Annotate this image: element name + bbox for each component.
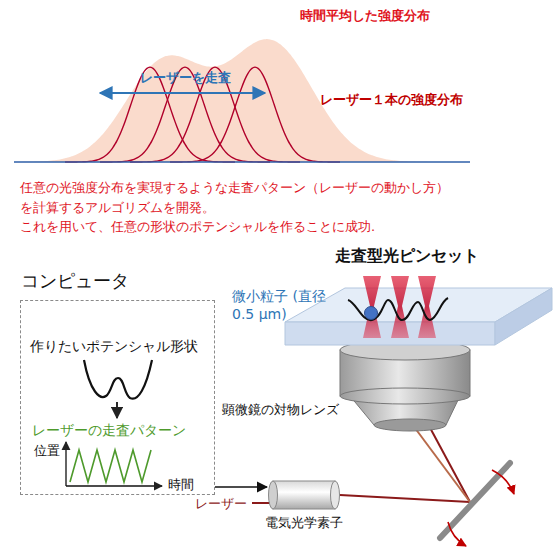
element-label: 電気光学素子 (254, 514, 354, 532)
pattern-label: レーザーの走査パターン (32, 422, 186, 440)
average-label: 時間平均した強度分布 (300, 8, 430, 24)
scan-arrow (100, 92, 265, 94)
potential-curve (84, 360, 152, 399)
axis-label: 位置 (34, 443, 60, 459)
single-beam-label: レーザー１本の強度分布 (320, 92, 463, 108)
laser-in (252, 502, 270, 504)
time-averaged-area (18, 39, 462, 162)
axis-label: 時間 (168, 477, 194, 493)
optical-tweezers (363, 276, 436, 338)
cylinder-shape (268, 480, 340, 510)
edge-arrow (215, 486, 267, 488)
particle-label: 微小粒子 (直径0.5 μm) (232, 288, 332, 323)
box-heading: コンピュータ (21, 269, 129, 293)
electro-optic-element: 電気光学素子 (268, 480, 340, 510)
rotation-arrow (492, 470, 514, 494)
tweezers-title: 走査型光ピンセット (335, 246, 479, 266)
down-arrow (116, 402, 118, 418)
intensity-graph (14, 39, 470, 162)
objective-label: 顕微鏡の対物レンズ (222, 402, 339, 418)
summary-text: 任意の光強度分布を実現するような走査パターン（レーザーの動かし方） を計算するア… (20, 178, 460, 217)
laser-beam (412, 424, 470, 502)
x-axis (66, 485, 162, 486)
laser-label: レーザー (195, 496, 247, 512)
laser-beam (428, 424, 470, 502)
gaussian-curve (130, 67, 300, 162)
potential-curve (348, 298, 448, 320)
trap-beam (363, 276, 381, 338)
micro-particle (365, 307, 378, 320)
gaussian-curve (65, 67, 235, 162)
rotation-arrow (448, 522, 466, 546)
scan-label: レーザーを走査 (140, 70, 231, 86)
scan-pattern (70, 450, 151, 482)
y-axis (65, 442, 66, 486)
summary-text: これを用いて、任意の形状のポテンシャルを作ることに成功. (20, 217, 520, 237)
laser-beam (340, 495, 470, 502)
potential-label: 作りたいポテンシャル形状 (30, 338, 198, 356)
computer-box: コンピュータ (20, 300, 215, 495)
objective-lens (340, 340, 470, 431)
baseline (14, 161, 470, 163)
